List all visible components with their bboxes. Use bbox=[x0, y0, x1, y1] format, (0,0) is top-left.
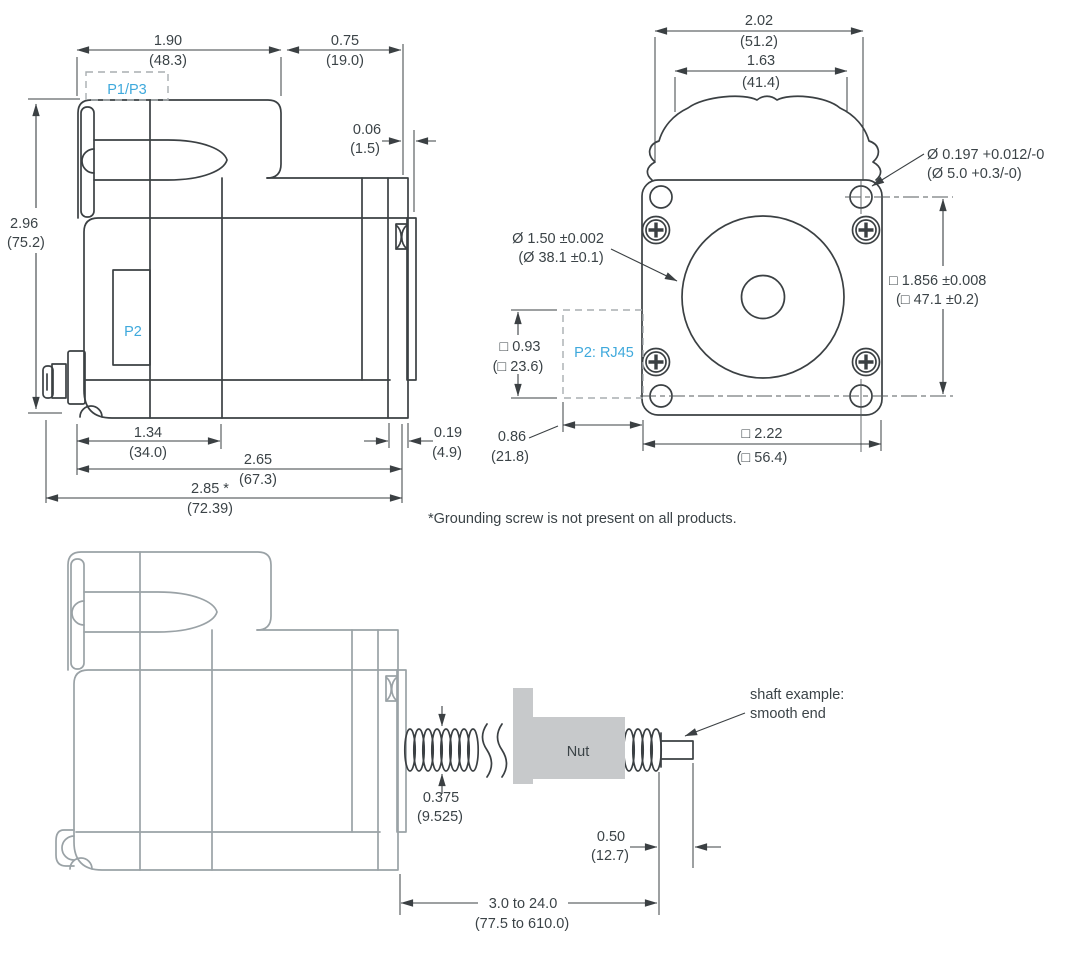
mounting-hole-top-left bbox=[649, 185, 673, 209]
p2-label: P2 bbox=[124, 324, 142, 340]
dim-gap-mm: (1.5) bbox=[350, 141, 380, 157]
dim-overall-length-in: 2.85 * bbox=[191, 481, 229, 497]
front-view-outline bbox=[641, 95, 883, 416]
dim-height-mm: (75.2) bbox=[7, 235, 45, 251]
pilot-circle bbox=[681, 215, 845, 379]
front-shaft-assembly bbox=[42, 350, 86, 405]
dim-conn-square-in: □ 0.93 bbox=[499, 339, 540, 355]
dim-screw-length-mm: (77.5 to 610.0) bbox=[475, 916, 569, 932]
dim-body-length-in: 2.65 bbox=[244, 452, 272, 468]
dim-conn-width-in: 2.02 bbox=[745, 13, 773, 29]
dim-smooth-end-mm: (12.7) bbox=[591, 848, 629, 864]
dim-motor-length-in: 0.75 bbox=[331, 33, 359, 49]
motor-face-outline bbox=[641, 179, 883, 416]
rj45-label: P2: RJ45 bbox=[574, 345, 634, 361]
front-boss-gray bbox=[55, 829, 75, 867]
dim-pilot-in: Ø 1.50 ±0.002 bbox=[512, 231, 604, 247]
face-screws bbox=[641, 215, 881, 377]
dim-housing-width-in: 1.90 bbox=[154, 33, 182, 49]
p2-connector-outline bbox=[112, 269, 151, 366]
dim-bolt-spacing-in: □ 1.856 ±0.008 bbox=[889, 273, 986, 289]
dim-conn-inner-mm: (41.4) bbox=[742, 75, 780, 91]
p1-p3-connector-box bbox=[85, 71, 169, 101]
dim-front-section-in: 1.34 bbox=[134, 425, 162, 441]
lead-screw-view: 0.375 (9.525) Nut shaft example: smooth … bbox=[55, 551, 844, 932]
dim-conn-inner-in: 1.63 bbox=[747, 53, 775, 69]
dim-frame-size-in: □ 2.22 bbox=[741, 426, 782, 442]
shaft-hole bbox=[740, 274, 786, 320]
dim-conn-offset-mm: (21.8) bbox=[491, 449, 529, 465]
connector-housing-outline bbox=[646, 95, 882, 181]
dim-housing-width-mm: (48.3) bbox=[149, 53, 187, 69]
dim-height-in: 2.96 bbox=[10, 216, 38, 232]
dim-gap-in: 0.06 bbox=[353, 122, 381, 138]
motor-side-outline-gray bbox=[67, 551, 407, 871]
grounding-screw-note: *Grounding screw is not present on all p… bbox=[428, 511, 737, 527]
dim-pilot-mm: (Ø 38.1 ±0.1) bbox=[518, 250, 603, 266]
smooth-shaft-end bbox=[660, 732, 694, 768]
dim-body-length-mm: (67.3) bbox=[239, 472, 277, 488]
center-lines bbox=[640, 181, 953, 452]
dim-mounting-hole-mm: (Ø 5.0 +0.3/-0) bbox=[927, 166, 1022, 182]
side-view-dimensions bbox=[28, 44, 436, 503]
lead-screw bbox=[403, 688, 694, 784]
p1-p3-label: P1/P3 bbox=[107, 82, 147, 98]
dim-conn-width-mm: (51.2) bbox=[740, 34, 778, 50]
dim-overall-length-mm: (72.39) bbox=[187, 501, 233, 517]
dim-motor-length-mm: (19.0) bbox=[326, 53, 364, 69]
screw-break-symbol bbox=[481, 723, 508, 778]
dim-conn-offset-in: 0.86 bbox=[498, 429, 526, 445]
dim-screw-length-in: 3.0 to 24.0 bbox=[489, 896, 558, 912]
nut-label: Nut bbox=[567, 744, 590, 760]
rj45-connector-box bbox=[562, 309, 644, 399]
screw-view-dimensions bbox=[399, 706, 746, 915]
nut-body bbox=[513, 688, 625, 784]
side-view: 1.90 (48.3) 0.75 (19.0) 0.06 (1.5) 2.96 … bbox=[7, 33, 462, 517]
shaft-example-label-line2: smooth end bbox=[750, 706, 826, 722]
dim-frame-size-mm: (□ 56.4) bbox=[737, 450, 788, 466]
front-view-dimensions bbox=[511, 27, 947, 451]
dim-conn-square-mm: (□ 23.6) bbox=[493, 359, 544, 375]
dim-end-cap-mm: (4.9) bbox=[432, 445, 462, 461]
dim-mounting-hole-in: Ø 0.197 +0.012/-0 bbox=[927, 147, 1044, 163]
shaft-example-label-line1: shaft example: bbox=[750, 687, 844, 703]
front-view: 2.02 (51.2) 1.63 (41.4) Ø 0.197 +0.012/-… bbox=[491, 13, 1044, 466]
dim-smooth-end-in: 0.50 bbox=[597, 829, 625, 845]
dim-screw-dia-in: 0.375 bbox=[423, 790, 459, 806]
dim-screw-dia-mm: (9.525) bbox=[417, 809, 463, 825]
dim-bolt-spacing-mm: (□ 47.1 ±0.2) bbox=[896, 292, 979, 308]
dim-front-section-mm: (34.0) bbox=[129, 445, 167, 461]
dim-end-cap-in: 0.19 bbox=[434, 425, 462, 441]
